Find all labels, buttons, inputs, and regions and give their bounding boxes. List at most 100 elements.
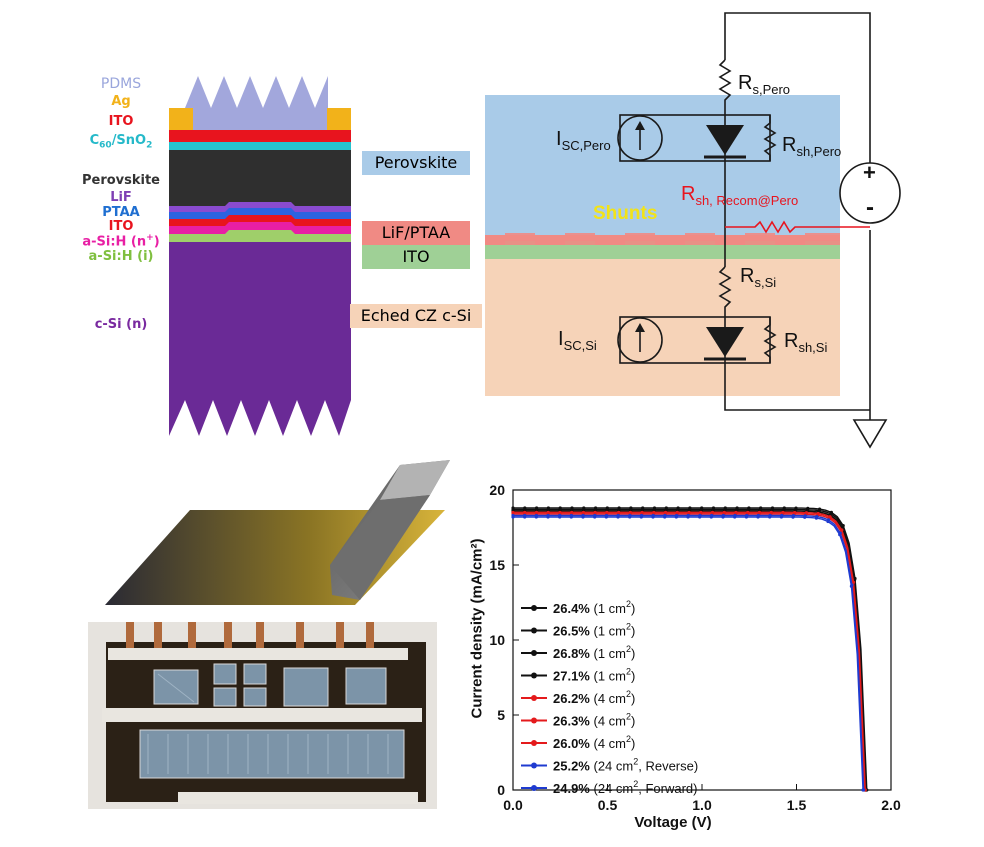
series-point bbox=[629, 506, 633, 510]
series-point bbox=[582, 506, 586, 510]
series-point bbox=[558, 506, 562, 510]
series-point bbox=[686, 515, 690, 519]
label-asih-n: a-Si:H (n+) bbox=[82, 233, 160, 250]
series-point bbox=[709, 515, 713, 519]
series-point bbox=[570, 506, 574, 510]
legend-marker bbox=[531, 762, 537, 769]
voltage-source bbox=[839, 162, 901, 224]
series-point bbox=[779, 515, 783, 519]
series-point bbox=[782, 506, 786, 510]
y-tick-label: 5 bbox=[497, 707, 505, 723]
isc-pero-source bbox=[617, 115, 663, 161]
series-point bbox=[651, 515, 655, 519]
rs-si-resistor bbox=[718, 266, 732, 317]
csi-layer bbox=[169, 242, 351, 436]
series-point bbox=[546, 515, 550, 519]
series-point bbox=[664, 506, 668, 510]
device-stack-illustration bbox=[169, 76, 351, 436]
region-perovskite-bg bbox=[485, 95, 840, 235]
ptaa-layer bbox=[169, 208, 351, 219]
series-point bbox=[535, 506, 539, 510]
asih-n-layer bbox=[169, 222, 351, 234]
series-point bbox=[806, 506, 810, 510]
label-ag: Ag bbox=[111, 94, 131, 109]
ito-top-layer bbox=[169, 130, 351, 142]
shunts-label: Shunts bbox=[593, 203, 658, 224]
diode-pero bbox=[706, 125, 744, 155]
ito-mid-layer bbox=[169, 215, 351, 226]
x-tick-label: 0.5 bbox=[598, 797, 618, 813]
series-point bbox=[711, 506, 716, 510]
series-point bbox=[604, 515, 608, 519]
plus-sign: + bbox=[863, 160, 876, 185]
legend-marker bbox=[531, 785, 537, 791]
y-tick-label: 20 bbox=[489, 482, 505, 498]
ground-symbol bbox=[852, 419, 888, 449]
series-point bbox=[523, 506, 527, 510]
series-point bbox=[605, 506, 609, 510]
series-point bbox=[803, 515, 807, 519]
rsh-recom-label: Rsh, Recom@Pero bbox=[681, 183, 799, 208]
series-point bbox=[841, 524, 845, 528]
legend-marker bbox=[531, 740, 537, 746]
series-point bbox=[733, 515, 737, 519]
series-point bbox=[826, 519, 830, 524]
label-asih-i: a-Si:H (i) bbox=[88, 249, 154, 264]
region-label-lif-ptaa: LiF/PTAA bbox=[362, 221, 470, 245]
x-tick-label: 1.5 bbox=[787, 797, 807, 813]
series-point bbox=[853, 576, 857, 581]
legend-marker bbox=[531, 695, 537, 701]
series-point bbox=[838, 533, 842, 537]
asih-i-layer bbox=[169, 230, 351, 242]
label-lif: LiF bbox=[110, 190, 132, 205]
legend-label: 26.8% (1 cm2) bbox=[553, 644, 635, 661]
series-point bbox=[747, 506, 751, 510]
series-point bbox=[723, 506, 727, 510]
series-point bbox=[593, 515, 597, 519]
region-si-bg bbox=[485, 258, 840, 396]
series-point bbox=[663, 515, 667, 519]
series-point bbox=[616, 515, 620, 519]
series-point bbox=[558, 515, 562, 519]
rsh-si-label: Rsh,Si bbox=[784, 330, 828, 355]
legend-label: 26.0% (4 cm2) bbox=[553, 734, 635, 751]
series-point bbox=[791, 515, 795, 519]
series-point bbox=[756, 515, 760, 519]
legend-marker bbox=[531, 672, 537, 679]
label-c60-sno2: C60/SnO2 bbox=[89, 133, 153, 151]
rsh-recom-resistor bbox=[725, 220, 870, 234]
legend-marker bbox=[531, 650, 537, 656]
legend-marker bbox=[531, 627, 537, 634]
series-point bbox=[744, 515, 748, 519]
legend-label: 24.9% (24 cm2, Forward) bbox=[553, 779, 697, 796]
series-point bbox=[794, 506, 798, 510]
region-label-ito: ITO bbox=[362, 245, 470, 269]
jv-chart: Current density (mA/cm²) Voltage (V) 0.0… bbox=[455, 470, 945, 840]
region-label-etched-si: Eched CZ c-Si bbox=[350, 304, 482, 328]
module-illustration bbox=[105, 460, 450, 605]
series-point bbox=[617, 506, 621, 510]
y-tick-label: 0 bbox=[497, 782, 505, 798]
label-pdms: PDMS bbox=[100, 76, 142, 92]
series-point bbox=[698, 515, 702, 519]
series-point bbox=[770, 506, 775, 510]
label-perovskite: Perovskite bbox=[81, 173, 161, 188]
isc-pero-label: ISC,Pero bbox=[556, 128, 611, 153]
isc-si-source bbox=[617, 317, 663, 363]
perovskite-layer bbox=[169, 150, 351, 206]
series-point bbox=[511, 515, 515, 519]
series-point bbox=[688, 506, 692, 510]
series-point bbox=[814, 516, 818, 520]
y-tick-label: 15 bbox=[489, 557, 505, 573]
legend-label: 26.5% (1 cm2) bbox=[553, 622, 635, 639]
ag-contact-right bbox=[327, 108, 351, 130]
legend-label: 25.2% (24 cm2, Reverse) bbox=[553, 757, 698, 774]
series-point bbox=[628, 515, 632, 519]
rs-pero-label: Rs,Pero bbox=[738, 72, 791, 97]
rsh-pero-resistor bbox=[763, 115, 777, 161]
legend-marker bbox=[531, 605, 537, 611]
ag-contact-left bbox=[169, 108, 193, 130]
x-tick-label: 1.0 bbox=[692, 797, 712, 813]
legend-label: 26.4% (1 cm2) bbox=[553, 599, 635, 616]
